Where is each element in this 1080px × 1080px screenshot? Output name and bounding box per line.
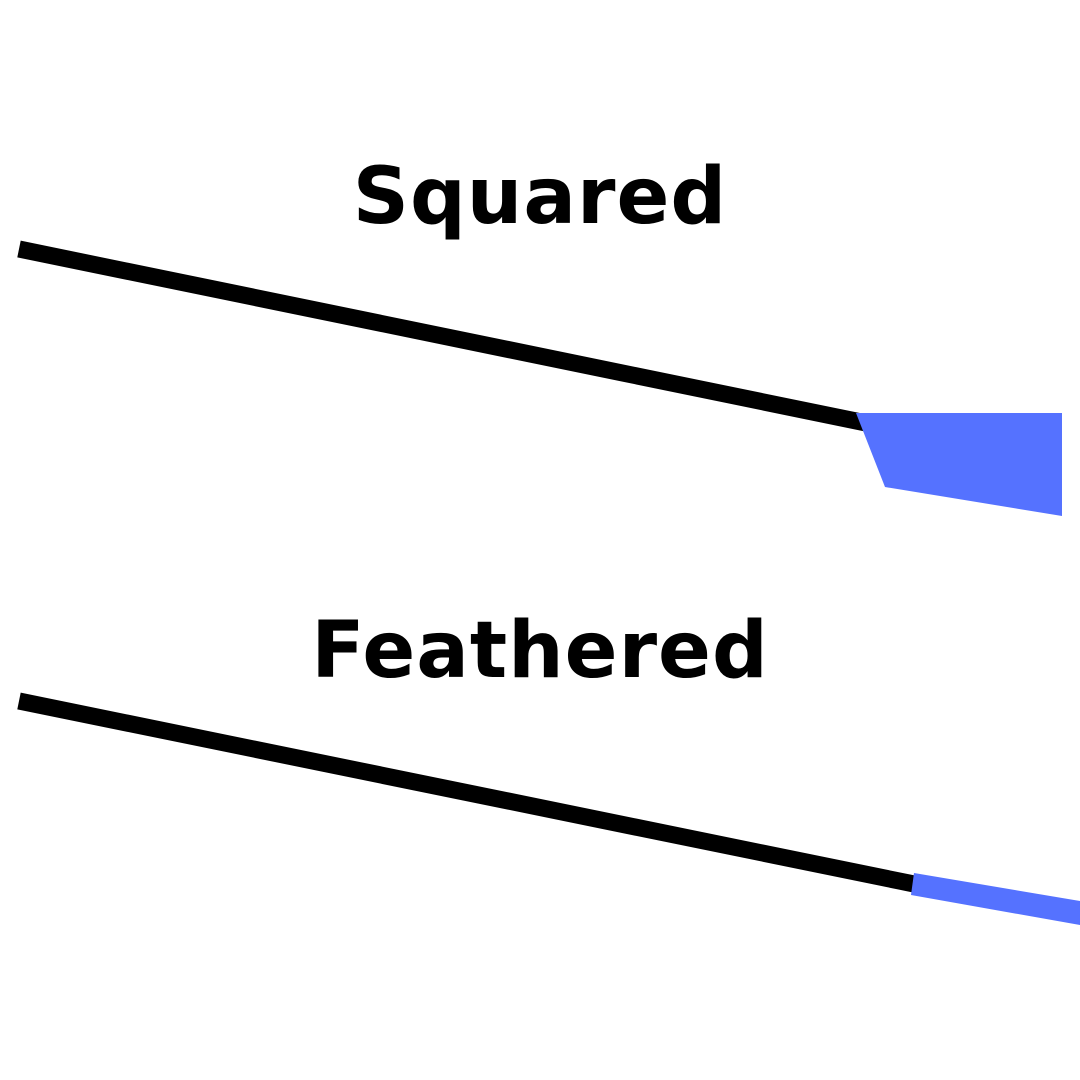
squared-label: Squared — [352, 152, 728, 242]
feathered-oar — [17, 692, 1080, 925]
squared-oar-shaft — [17, 240, 868, 432]
squared-oar — [17, 240, 1062, 516]
feathered-label: Feathered — [311, 606, 769, 696]
feathered-oar-shaft — [17, 692, 916, 893]
feathered-oar-blade — [911, 873, 1080, 925]
squared-oar-blade — [856, 413, 1062, 516]
